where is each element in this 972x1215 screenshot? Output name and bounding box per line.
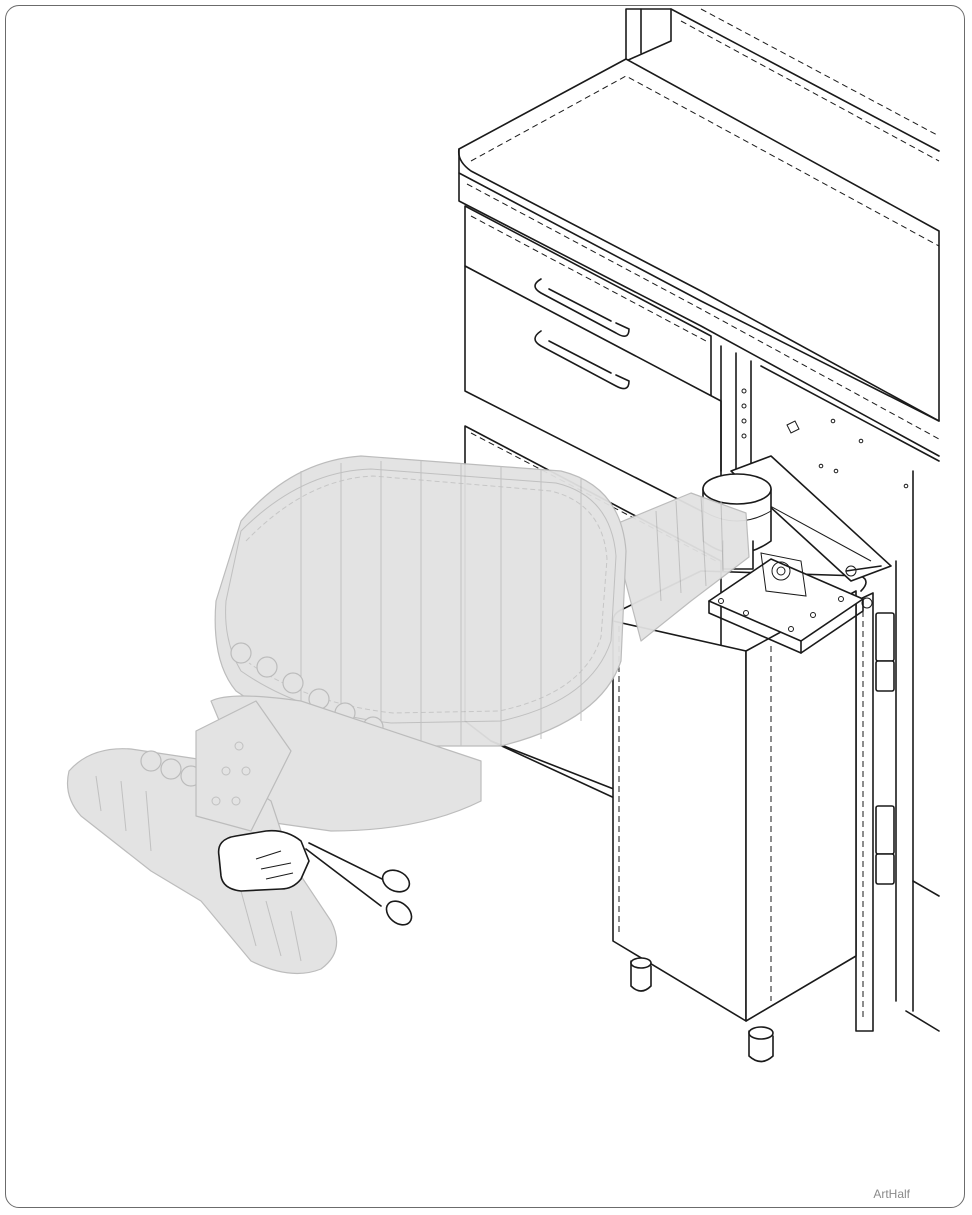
art-caption: ArtHalf (873, 1187, 910, 1201)
cabinet-side-frame (720, 345, 940, 1032)
technical-illustration (66, 8, 940, 1063)
countertop (457, 58, 940, 457)
hand-with-scissors-icon (217, 829, 413, 926)
delivery-unit-ghost (66, 455, 750, 975)
illustration-frame (5, 5, 965, 1208)
upper-cabinet (625, 8, 940, 162)
side-door (855, 592, 895, 1032)
support-column (612, 570, 867, 1063)
